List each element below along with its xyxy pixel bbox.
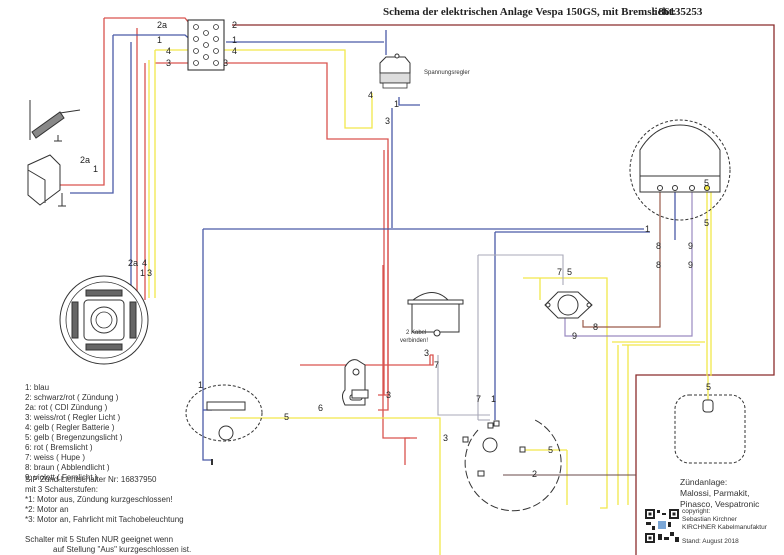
copyright: copyright: Sebastian Kirchner KIRCHNER K…	[682, 508, 767, 532]
wire-label: 4	[232, 46, 237, 56]
voltage-regulator: Spannungsregler	[379, 53, 470, 89]
wire-label: 7	[557, 267, 562, 277]
wire-label: 1	[645, 224, 650, 234]
wire-label: 9	[688, 260, 693, 270]
note-line: mit 3 Schalterstufen:	[25, 485, 98, 494]
brake-switch	[342, 359, 369, 406]
wire-label: 5	[567, 267, 572, 277]
wire-label: 4	[368, 90, 373, 100]
horn	[407, 292, 464, 337]
wire-label: 2 Kabel	[406, 330, 426, 336]
wire-label: 8	[656, 260, 661, 270]
stator	[59, 275, 149, 365]
wire-label: 4	[166, 46, 171, 56]
ignition-line: Pinasco, Vespatronic	[680, 499, 760, 509]
wire-label: 3	[443, 433, 448, 443]
wire-label: 2	[232, 20, 237, 30]
page-title: Schema der elektrischen Anlage Vespa 150…	[383, 6, 676, 18]
note-line: SIP Zünd-Lichtschalter Nr: 16837950	[25, 475, 157, 484]
legend-item: 5: gelb ( Bregenzungslicht )	[25, 433, 123, 442]
wire-violet	[564, 190, 693, 337]
wire-labels: 2 2a 1 1 4 4 3 3 2a 1 2a 4 1 3 4 1 3 3 7…	[80, 20, 711, 479]
wire-label: 5	[706, 382, 711, 392]
wire-label: verbinden!	[400, 338, 428, 344]
legend-item: 6: rot ( Bremslicht )	[25, 443, 93, 452]
wire-label: 2a	[128, 258, 138, 268]
legend-item: 7: weiss ( Hupe )	[25, 453, 86, 462]
wire-label: 5	[704, 218, 709, 228]
legend-item: 2a: rot ( CDI Zündung )	[25, 403, 108, 412]
wire-label: 8	[656, 241, 661, 251]
copyright-author: Sebastian Kirchner	[682, 516, 737, 523]
wire-label: 9	[688, 241, 693, 251]
wire-red	[60, 17, 434, 465]
wire-label: 3	[386, 390, 391, 400]
wire-label: 9	[572, 331, 577, 341]
wire-label: 1	[491, 394, 496, 404]
wire-white	[437, 254, 564, 421]
wire-label: 1	[157, 35, 162, 45]
note-line: *1: Motor aus, Zündung kurzgeschlossen!	[25, 495, 173, 504]
wire-label: 1	[394, 99, 399, 109]
note-line: *3: Motor an, Fahrlicht mit Tachobeleuch…	[25, 515, 184, 524]
headlight-plug	[544, 291, 593, 319]
legend-item: 2: schwarz/rot ( Zündung )	[25, 393, 119, 402]
wire-label: 2	[532, 469, 537, 479]
warning-line: Schalter mit 5 Stufen NUR geeignet wenn	[25, 535, 174, 544]
wire-label: 4	[142, 258, 147, 268]
legend-item: 8: braun ( Abblendlicht )	[25, 463, 110, 472]
wire-label: 3	[223, 58, 228, 68]
qr-code-icon	[644, 508, 680, 544]
wire-label: 3	[385, 116, 390, 126]
ignition-title: Zündanlage:	[680, 477, 728, 487]
cdi-unit	[27, 154, 66, 207]
ignition-systems: Zündanlage: Malossi, Parmakit, Pinasco, …	[680, 477, 759, 510]
wire-label: 3	[424, 348, 429, 358]
wire-label: 1	[198, 380, 203, 390]
wire-label: 2a	[80, 155, 90, 165]
switch-notes: SIP Zünd-Lichtschalter Nr: 16837950 mit …	[25, 475, 191, 555]
wire-label: 3	[147, 268, 152, 278]
legend-item: 3: weiss/rot ( Regler Licht )	[25, 413, 121, 422]
wire-label: 5	[548, 445, 553, 455]
copyright-label: copyright:	[682, 508, 711, 515]
revision-date: Stand: August 2018	[682, 538, 739, 545]
wire-blue	[70, 30, 676, 461]
rear-light	[185, 384, 263, 465]
wire-label: 5	[704, 178, 709, 188]
wire-label: 7	[434, 360, 439, 370]
wire-brown	[582, 190, 661, 328]
regulator-label: Spannungsregler	[424, 70, 470, 76]
ignition-line: Malossi, Parmakit,	[680, 488, 750, 498]
wire-label: 7	[476, 394, 481, 404]
wire-label: 1	[93, 164, 98, 174]
junction-block	[187, 19, 225, 71]
ignition-switch	[462, 419, 562, 512]
wire-label: 1	[140, 268, 145, 278]
wire-label: 6	[318, 403, 323, 413]
wire-label: 2a	[157, 20, 167, 30]
frame-wire	[232, 24, 775, 555]
wire-label: 3	[166, 58, 171, 68]
headlamp	[629, 119, 731, 221]
legend-item: 1: blau	[25, 383, 50, 392]
wire-label: 5	[284, 412, 289, 422]
article-number: : 86135253	[652, 6, 703, 18]
legend-item: 9: violett ( Fernlicht )	[25, 473, 98, 482]
spark-plug	[29, 100, 81, 142]
note-line: *2: Motor an	[25, 505, 69, 514]
legend-item: 4: gelb ( Regler Batterie )	[25, 423, 115, 432]
wire-label: 1	[232, 35, 237, 45]
wire-legend: 1: blau 2: schwarz/rot ( Zündung ) 2a: r…	[25, 383, 122, 483]
warning-line: auf Stellung "Aus" kurzgeschlossen ist.	[53, 545, 192, 554]
wire-label: 8	[593, 322, 598, 332]
copyright-company: KIRCHNER Kabelmanufaktur	[682, 524, 767, 531]
speedometer-light	[674, 394, 746, 464]
